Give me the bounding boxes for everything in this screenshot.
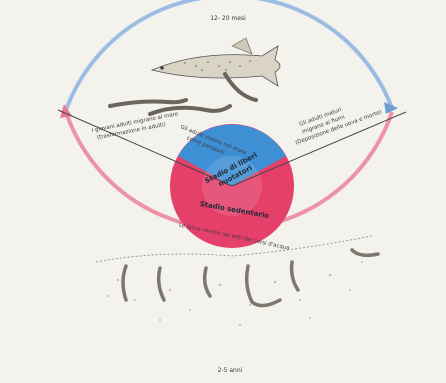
trout-illustration [152,38,280,86]
riverbed-illustration [96,236,378,326]
adult-lampreys-illustration [110,74,256,114]
bottom-duration-label: 2-5 anni [218,367,243,374]
top-duration-label: 12- 20 mesi [210,15,246,22]
